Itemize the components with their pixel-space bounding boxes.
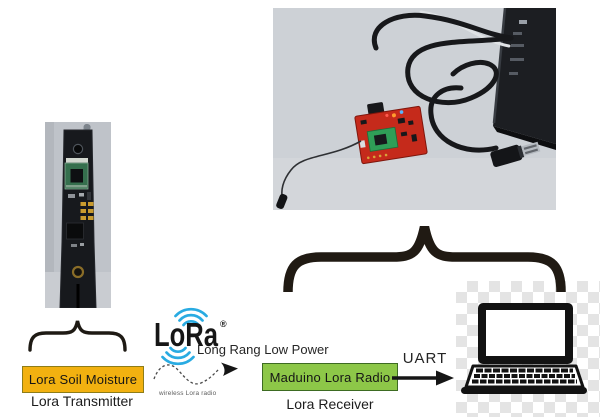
receiver-setup-photo: [273, 8, 556, 210]
receiver-box: Maduino Lora Radio: [262, 363, 398, 391]
gray-cable: [419, 10, 511, 48]
small-curly-brace-icon: [28, 320, 127, 352]
large-curly-brace-icon: [283, 225, 566, 293]
usb-cables: [371, 12, 514, 153]
lora-wordmark: LoRa: [154, 316, 219, 353]
receiver-box-label: Maduino Lora Radio: [269, 369, 391, 385]
lora-logo: LoRa ®: [154, 307, 227, 366]
rf-module: [64, 162, 89, 190]
laptop-icon: [461, 303, 587, 394]
lora-tagline: Long Rang Low Power: [197, 342, 329, 357]
registered-mark-icon: ®: [220, 319, 227, 329]
antenna-wire: [281, 140, 362, 201]
lora-wave-icon: [161, 307, 208, 366]
transmitter-box-label: Lora Soil Moisture: [28, 372, 138, 387]
transmitter-caption: Lora Transmitter: [31, 393, 133, 409]
laptop-in-photo: [492, 8, 556, 150]
soil-moisture-sensor-photo: [45, 122, 111, 308]
dashed-sine-arrow-icon: wireless Lora radio: [153, 362, 238, 397]
transmitter-box: Lora Soil Moisture: [22, 366, 144, 393]
usb-connector: [490, 141, 541, 168]
receiver-caption: Lora Receiver: [286, 396, 374, 412]
gold-pads: [80, 202, 94, 220]
uart-right-arrow-icon: [392, 370, 454, 386]
wireless-link-label: wireless Lora radio: [158, 390, 217, 397]
antenna-tip: [276, 193, 288, 210]
red-lora-board: [354, 102, 428, 165]
uart-label: UART: [402, 350, 448, 367]
